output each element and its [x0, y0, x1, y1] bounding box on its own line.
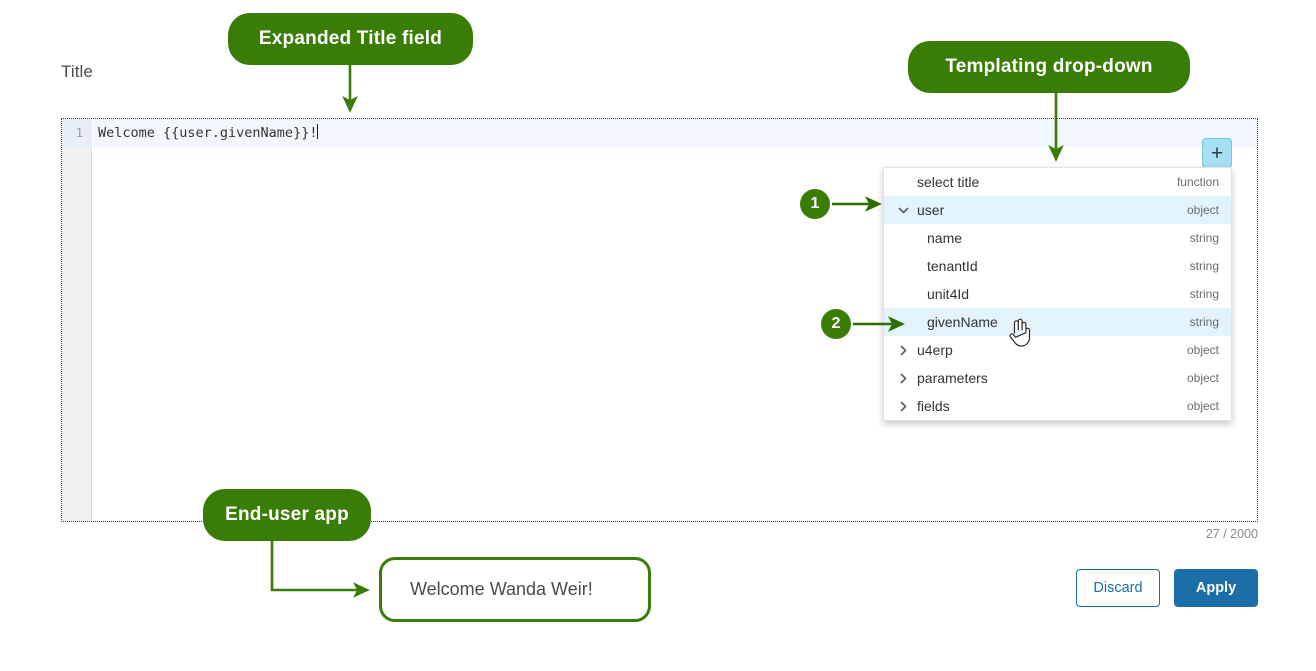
text-caret	[317, 124, 319, 139]
add-template-token-button[interactable]: +	[1202, 138, 1232, 168]
chevron-down-icon[interactable]	[894, 196, 912, 224]
dropdown-item-name[interactable]: name string	[884, 224, 1231, 252]
dropdown-item-u4erp[interactable]: u4erp object	[884, 336, 1231, 364]
dropdown-item-type: object	[1186, 371, 1219, 385]
chevron-right-icon[interactable]	[894, 364, 912, 392]
chevron-right-icon[interactable]	[894, 336, 912, 364]
dropdown-item-label: parameters	[917, 370, 988, 386]
editor-gutter	[62, 119, 92, 521]
dropdown-item-type: string	[1189, 231, 1219, 245]
dropdown-item-type: string	[1189, 315, 1219, 329]
templating-dropdown[interactable]: select title function user object name string…	[883, 167, 1232, 421]
editor-line-number: 1	[75, 126, 83, 140]
callout-expanded-title-field: Expanded Title field	[228, 13, 473, 65]
dropdown-item-type: string	[1189, 287, 1219, 301]
dropdown-item-unit4id[interactable]: unit4Id string	[884, 280, 1231, 308]
discard-button[interactable]: Discard	[1076, 569, 1160, 607]
editor-code-value: Welcome {{user.givenName}}!	[98, 125, 318, 141]
dropdown-item-label: fields	[917, 398, 950, 414]
end-user-app-text: Welcome Wanda Weir!	[410, 579, 593, 599]
dropdown-item-type: object	[1186, 399, 1219, 413]
dropdown-item-label: u4erp	[917, 342, 953, 358]
dropdown-item-tenantid[interactable]: tenantId string	[884, 252, 1231, 280]
chevron-right-icon[interactable]	[894, 392, 912, 420]
apply-button[interactable]: Apply	[1174, 569, 1258, 607]
dropdown-item-givenname[interactable]: givenName string	[884, 308, 1231, 336]
end-user-app-preview: Welcome Wanda Weir!	[379, 557, 651, 622]
dropdown-item-select-title[interactable]: select title function	[884, 168, 1231, 196]
dropdown-item-type: string	[1189, 259, 1219, 273]
dropdown-item-parameters[interactable]: parameters object	[884, 364, 1231, 392]
dropdown-item-label: name	[927, 230, 963, 246]
arrow-enduser-callout	[270, 538, 370, 598]
editor-gutter-active-line	[62, 119, 92, 147]
dropdown-item-label: tenantId	[927, 258, 978, 274]
dropdown-item-label: select title	[917, 174, 980, 190]
dropdown-item-label: user	[917, 202, 945, 218]
step-badge-1: 1	[800, 189, 830, 219]
dropdown-item-label: givenName	[927, 314, 998, 330]
dropdown-item-user[interactable]: user object	[884, 196, 1231, 224]
dropdown-item-type: object	[1186, 343, 1219, 357]
step-badge-2: 2	[821, 309, 851, 339]
editor-active-line-highlight	[93, 119, 1257, 147]
callout-templating-dropdown: Templating drop-down	[908, 41, 1190, 93]
dropdown-item-type: function	[1176, 175, 1219, 189]
dropdown-item-fields[interactable]: fields object	[884, 392, 1231, 420]
page-title: Title	[61, 62, 93, 81]
character-counter: 27 / 2000	[1205, 527, 1258, 541]
dropdown-item-label: unit4Id	[927, 286, 970, 302]
editor-code-text[interactable]: Welcome {{user.givenName}}!	[98, 119, 319, 147]
callout-end-user-app: End-user app	[203, 489, 371, 541]
dropdown-item-type: object	[1186, 203, 1219, 217]
